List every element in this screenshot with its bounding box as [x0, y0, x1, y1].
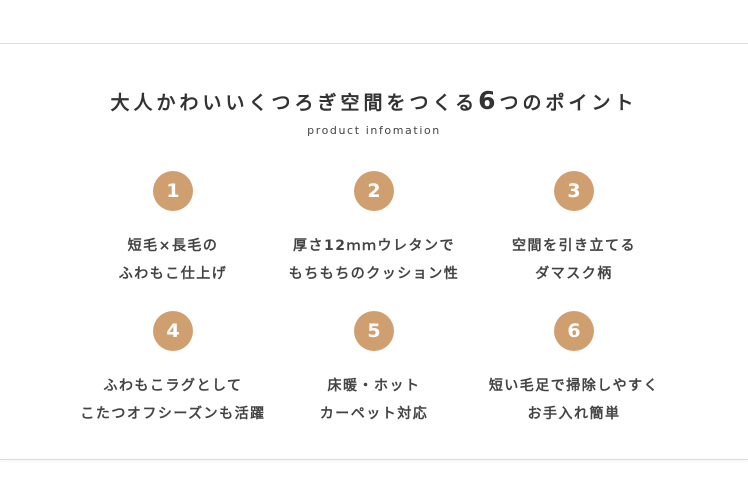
title-text-end: つのポイント — [499, 92, 638, 114]
title-number: 6 — [478, 86, 500, 115]
point-item-1: 1 短毛×長毛のふわもこ仕上げ — [53, 171, 293, 288]
point-item-5: 5 床暖・ホットカーペット対応 — [254, 311, 494, 428]
point-line: お手入れ簡単 — [527, 406, 621, 422]
point-number-badge: 5 — [354, 311, 394, 351]
title-text: 大人かわいいくつろぎ空間をつくる — [110, 92, 479, 114]
point-line: 厚さ12ｍｍウレタンで — [293, 238, 455, 254]
point-number-badge: 1 — [153, 171, 193, 211]
section-title: 大人かわいいくつろぎ空間をつくる6つのポイント — [0, 86, 748, 115]
point-line: カーペット対応 — [319, 406, 429, 422]
bottom-divider — [0, 459, 748, 460]
points-section — [0, 44, 748, 459]
point-item-2: 2 厚さ12ｍｍウレタンでもちもちのクッション性 — [254, 171, 494, 288]
top-bar — [0, 0, 748, 44]
point-line: ダマスク柄 — [535, 266, 613, 282]
point-item-3: 3 空間を引き立てるダマスク柄 — [454, 171, 694, 288]
point-number-badge: 2 — [354, 171, 394, 211]
point-number-badge: 3 — [554, 171, 594, 211]
point-line: こたつオフシーズンも活躍 — [80, 406, 266, 422]
point-line: 空間を引き立てる — [512, 238, 636, 254]
point-line: ふわもこ仕上げ — [118, 266, 228, 282]
point-line: 短い毛足で掃除しやすく — [488, 378, 660, 394]
point-line: 床暖・ホット — [327, 378, 421, 394]
point-line: 短毛×長毛の — [127, 238, 219, 254]
point-line: もちもちのクッション性 — [288, 266, 460, 282]
point-item-6: 6 短い毛足で掃除しやすくお手入れ簡単 — [454, 311, 694, 428]
point-number-badge: 4 — [153, 311, 193, 351]
section-subtitle: product infomation — [307, 124, 441, 137]
point-line: ふわもこラグとして — [103, 378, 243, 394]
point-number-badge: 6 — [554, 311, 594, 351]
point-item-4: 4 ふわもこラグとしてこたつオフシーズンも活躍 — [53, 311, 293, 428]
